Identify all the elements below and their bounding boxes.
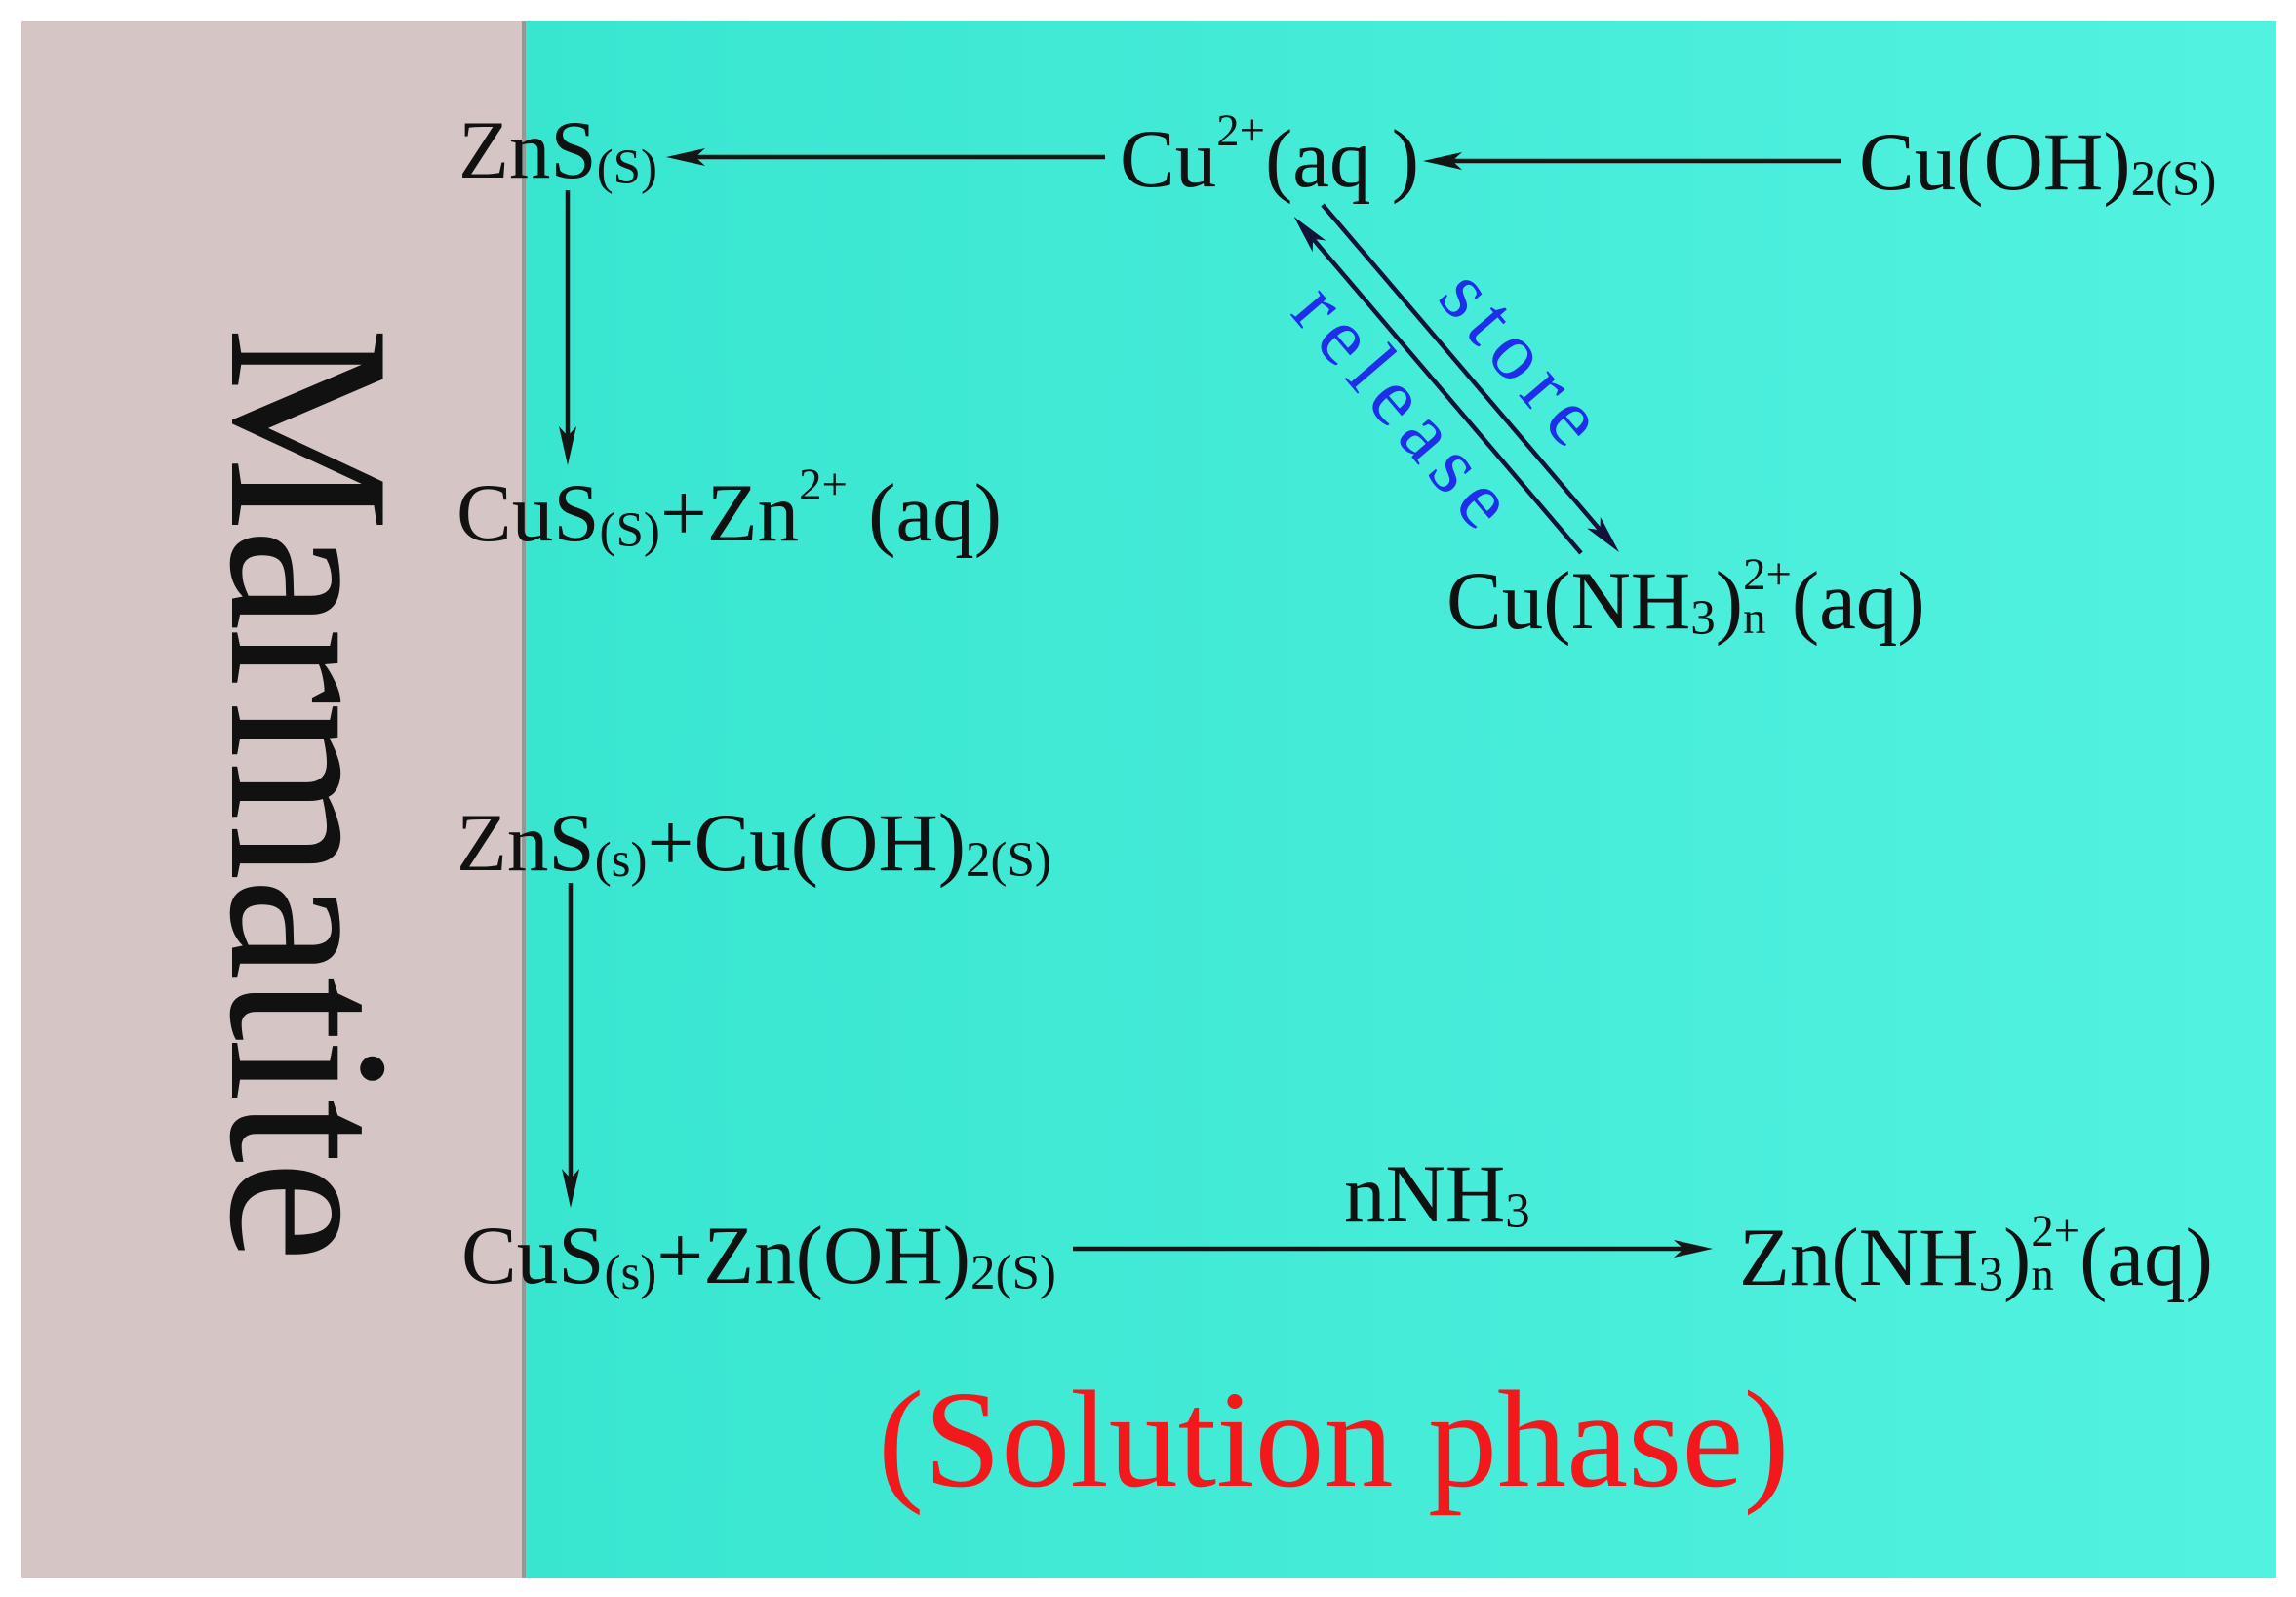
species-zns: ZnS(S)	[458, 89, 657, 214]
formula-subscript: 2(S)	[966, 833, 1051, 889]
formula-text: +Cu(OH)	[647, 797, 967, 889]
formula-charge-stack: 2+n	[1743, 549, 1792, 644]
formula-subscript: 2(S)	[970, 1246, 1056, 1301]
formula-charge-stack: 2+n	[2031, 1206, 2080, 1300]
formula-text: +Zn(OH)	[656, 1210, 971, 1301]
arrow-release	[1293, 216, 1583, 555]
formula-subscript: 3	[1978, 1248, 2004, 1303]
formula-superscript: 2+	[1216, 104, 1265, 156]
mineral-phase-panel	[21, 21, 524, 1578]
formula-text: (aq)	[1791, 555, 1925, 647]
formula-text: )	[2003, 1212, 2032, 1303]
formula-subscript: 2(S)	[2130, 152, 2217, 208]
species-cu-hydroxide: Cu(OH)2(S)	[1859, 100, 2216, 225]
formula-subscript: n	[2031, 1249, 2054, 1300]
species-cus-znoh: CuS(s)+Zn(OH)2(S)	[461, 1194, 1056, 1319]
formula-superscript: 2+	[799, 459, 848, 510]
formula-subscript: n	[1743, 592, 1766, 644]
formula-subscript: (S)	[599, 503, 660, 559]
species-cus-zn-ion: CuS(S)+Zn2+ (aq)	[456, 452, 1002, 577]
formula-subscript: 3	[1690, 591, 1716, 647]
arrow-store	[1321, 203, 1619, 553]
formula-text: +Zn	[659, 467, 800, 559]
formula-subscript: 3	[1505, 1184, 1530, 1240]
formula-text: Zn(NH	[1739, 1212, 1979, 1303]
formula-subscript: (S)	[596, 140, 658, 196]
species-cu-ammine: Cu(NH3)2+n(aq)	[1446, 539, 1925, 664]
formula-subscript: (s)	[604, 1246, 657, 1301]
reagent-ammonia: nNH3	[1344, 1133, 1530, 1258]
formula-text: CuS	[456, 467, 600, 559]
formula-text: Cu(NH	[1446, 555, 1691, 647]
phase-boundary-line	[522, 21, 526, 1578]
formula-text: ZnS	[456, 797, 595, 889]
species-zns-cuoh: ZnS(s)+Cu(OH)2(S)	[456, 781, 1051, 906]
formula-text: (aq )	[1264, 113, 1420, 205]
formula-superscript: 2+	[2031, 1206, 2080, 1258]
formula-text: nNH	[1344, 1148, 1506, 1240]
formula-text: (aq)	[2079, 1212, 2213, 1303]
species-zn-ammine: Zn(NH3)2+n(aq)	[1739, 1196, 2213, 1321]
formula-text: ZnS	[458, 104, 597, 196]
formula-text: Cu(OH)	[1859, 116, 2131, 208]
solution-phase-panel	[524, 21, 2276, 1578]
species-cu-ion: Cu2+(aq )	[1120, 98, 1419, 222]
formula-subscript: (s)	[594, 833, 648, 889]
formula-text: (aq)	[847, 467, 1003, 559]
formula-text: Cu	[1120, 113, 1217, 205]
formula-superscript: 2+	[1743, 549, 1792, 601]
formula-text: CuS	[461, 1210, 605, 1301]
formula-text: )	[1715, 555, 1744, 647]
solution-phase-label: (Solution phase)	[878, 1362, 1790, 1516]
